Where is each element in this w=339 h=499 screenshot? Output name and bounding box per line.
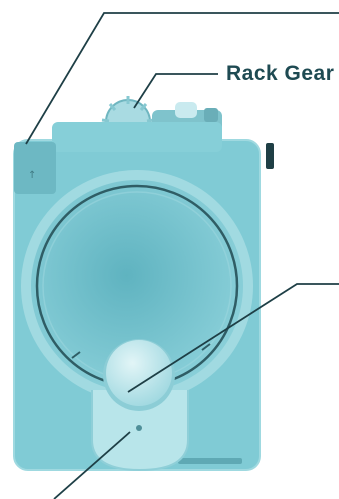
svg-text:↑: ↑ bbox=[28, 170, 36, 181]
rack-gear-label: Rack Gear bbox=[226, 62, 334, 86]
leader-line-rack-gear bbox=[134, 74, 218, 108]
knob bbox=[103, 339, 175, 411]
